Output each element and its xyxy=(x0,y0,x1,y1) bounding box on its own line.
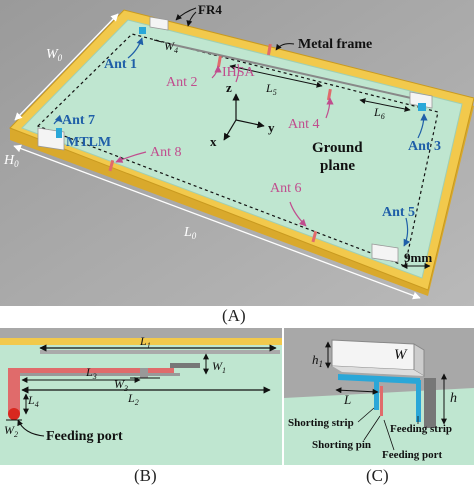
ant3-label: Ant 3 xyxy=(408,139,441,154)
l6-label: L6 xyxy=(373,105,385,121)
trace-shadow xyxy=(20,373,180,376)
l0-label: L0 xyxy=(183,225,197,241)
top-strip xyxy=(170,363,200,368)
parasitic-strip xyxy=(40,350,280,354)
l2-label: L2 xyxy=(127,391,139,407)
panel-b-figure: L1 L3 W3 W1 L2 L4 W2 Feeding port xyxy=(0,328,282,465)
panel-c-figure: W h1 h L Shorting strip Shorting pin Fee… xyxy=(284,328,474,465)
feeding-port-leader xyxy=(383,419,395,451)
w3-label: W3 xyxy=(114,377,128,393)
ant8-label: Ant 8 xyxy=(150,145,182,160)
l-dimension xyxy=(335,387,379,395)
ant6-label: Ant 6 xyxy=(270,181,302,196)
fr4-arrow xyxy=(175,7,197,21)
ihsa-arrow xyxy=(235,63,240,83)
shorting-strip-vertical xyxy=(374,380,379,410)
ihsa-label: IHSA xyxy=(222,65,256,80)
w-label: W xyxy=(394,347,408,363)
feed-ant7 xyxy=(56,128,62,138)
feeding-port-dot xyxy=(8,408,20,420)
shorting-pin xyxy=(380,386,383,416)
ant7-label: Ant 7 xyxy=(62,113,95,128)
ant4-arrow xyxy=(325,97,334,119)
feeding-strip-label: Feeding strip xyxy=(390,423,452,435)
ant4-label: Ant 4 xyxy=(288,117,320,132)
w0-dimension xyxy=(14,13,119,121)
l5-dimension xyxy=(229,64,323,88)
shorting-strip-leader xyxy=(357,407,375,423)
ant3-arrow xyxy=(417,113,428,139)
shorting-pin-leader xyxy=(363,415,381,441)
feeding-port-arrow xyxy=(17,419,45,437)
l3-label: L3 xyxy=(85,365,97,381)
panel-b-frame-top xyxy=(0,328,282,338)
feeding-strip-vertical xyxy=(416,380,421,422)
trace-l3 xyxy=(8,368,174,373)
feed-ant3 xyxy=(418,103,426,111)
metal-frame-label: Metal frame xyxy=(298,37,372,52)
feeding-port-label: Feeding port xyxy=(46,429,123,444)
feeding-strip-plate xyxy=(338,374,420,384)
panel-b: L1 L3 W3 W1 L2 L4 W2 Feeding port xyxy=(0,328,282,465)
panel-c-frame xyxy=(424,378,436,428)
w4-dimension xyxy=(153,39,163,43)
ant1-arrow xyxy=(127,37,144,59)
h1-label: h1 xyxy=(312,352,323,369)
fr4-arrow-2 xyxy=(186,11,197,27)
mtlm-block-ant1 xyxy=(149,16,169,31)
shorting-strip-label: Shorting strip xyxy=(288,417,354,429)
ground-plane-label-2: plane xyxy=(320,158,355,174)
ant2-label: Ant 2 xyxy=(166,75,198,90)
shorting-pin-label: Shorting pin xyxy=(312,439,371,451)
h-label: h xyxy=(450,391,457,406)
h0-label: H0 xyxy=(3,153,19,169)
panel-a-label: (A) xyxy=(222,306,246,325)
l4-label: L4 xyxy=(27,393,39,409)
metal-frame-arrow xyxy=(275,43,295,51)
ant5-arrow xyxy=(403,217,411,247)
panel-b-frame-strip xyxy=(0,338,282,345)
ground-plane-label-1: Ground xyxy=(312,140,363,156)
ant5-label: Ant 5 xyxy=(382,205,415,220)
w2-label: W2 xyxy=(4,423,18,439)
radiator-ant-top-mid xyxy=(266,43,272,56)
w4-label: W4 xyxy=(164,39,178,55)
feed-ant1 xyxy=(139,27,146,34)
feeding-port-c-label: Feeding port xyxy=(382,449,443,461)
axis-y-label: y xyxy=(268,120,275,135)
fr4-block-bottom xyxy=(332,366,424,376)
panel-c: W h1 h L Shorting strip Shorting pin Fee… xyxy=(284,328,474,465)
l0-dimension xyxy=(13,144,421,300)
ant7-arrow xyxy=(53,114,63,125)
axis-x-label: x xyxy=(210,134,217,149)
l-label: L xyxy=(343,392,351,407)
panel-a: FR4 W0 W4 Metal frame L5 L6 IHSA MTLM Gr… xyxy=(0,0,474,306)
axis-z-label: z xyxy=(226,80,232,95)
trace-gap-stub xyxy=(140,368,148,378)
w0-label: W0 xyxy=(46,47,63,63)
radiator-ant2 xyxy=(216,55,222,68)
panel-a-figure: FR4 W0 W4 Metal frame L5 L6 IHSA MTLM Gr… xyxy=(0,0,474,306)
w1-label: W1 xyxy=(212,359,226,375)
axis-x xyxy=(223,119,237,141)
l6-dimension xyxy=(359,98,411,112)
ant1-label: Ant 1 xyxy=(104,57,137,72)
panel-b-label: (B) xyxy=(134,466,157,485)
feed-leg xyxy=(8,368,20,414)
ant6-arrow xyxy=(289,201,307,227)
axis-y xyxy=(235,119,265,129)
l5-label: L5 xyxy=(265,81,277,97)
fr4-label: FR4 xyxy=(198,2,222,17)
l1-label: L1 xyxy=(139,334,151,350)
mtlm-label: MTLM xyxy=(66,135,111,150)
nine-mm-label: 9mm xyxy=(404,250,432,265)
ant8-arrow xyxy=(115,151,147,163)
ant2-arrow xyxy=(211,65,222,79)
panel-c-label: (C) xyxy=(366,466,389,485)
